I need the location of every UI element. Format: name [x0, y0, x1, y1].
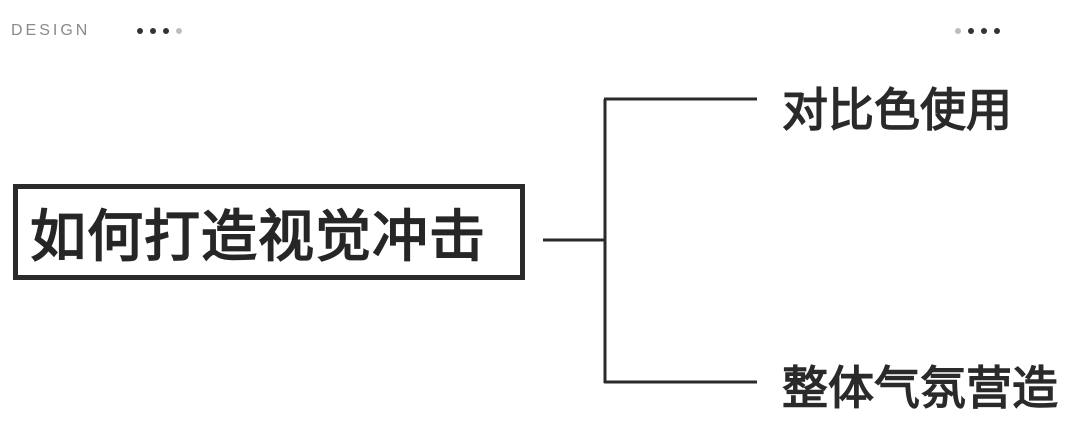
dot — [968, 28, 974, 34]
branch-node-contrast-colors: 对比色使用 — [782, 83, 1012, 137]
decorative-dots-left — [137, 28, 182, 34]
root-node-box: 如何打造视觉冲击 — [13, 184, 525, 280]
dot — [150, 28, 156, 34]
dot — [137, 28, 143, 34]
root-node-title: 如何打造视觉冲击 — [30, 204, 486, 270]
dot — [163, 28, 169, 34]
decorative-dots-right — [955, 28, 1000, 34]
dot — [955, 28, 961, 34]
branch-node-overall-atmosphere: 整体气氛营造 — [782, 361, 1058, 415]
dot — [994, 28, 1000, 34]
design-label: DESIGN — [11, 22, 91, 39]
dot — [981, 28, 987, 34]
dot — [176, 28, 182, 34]
